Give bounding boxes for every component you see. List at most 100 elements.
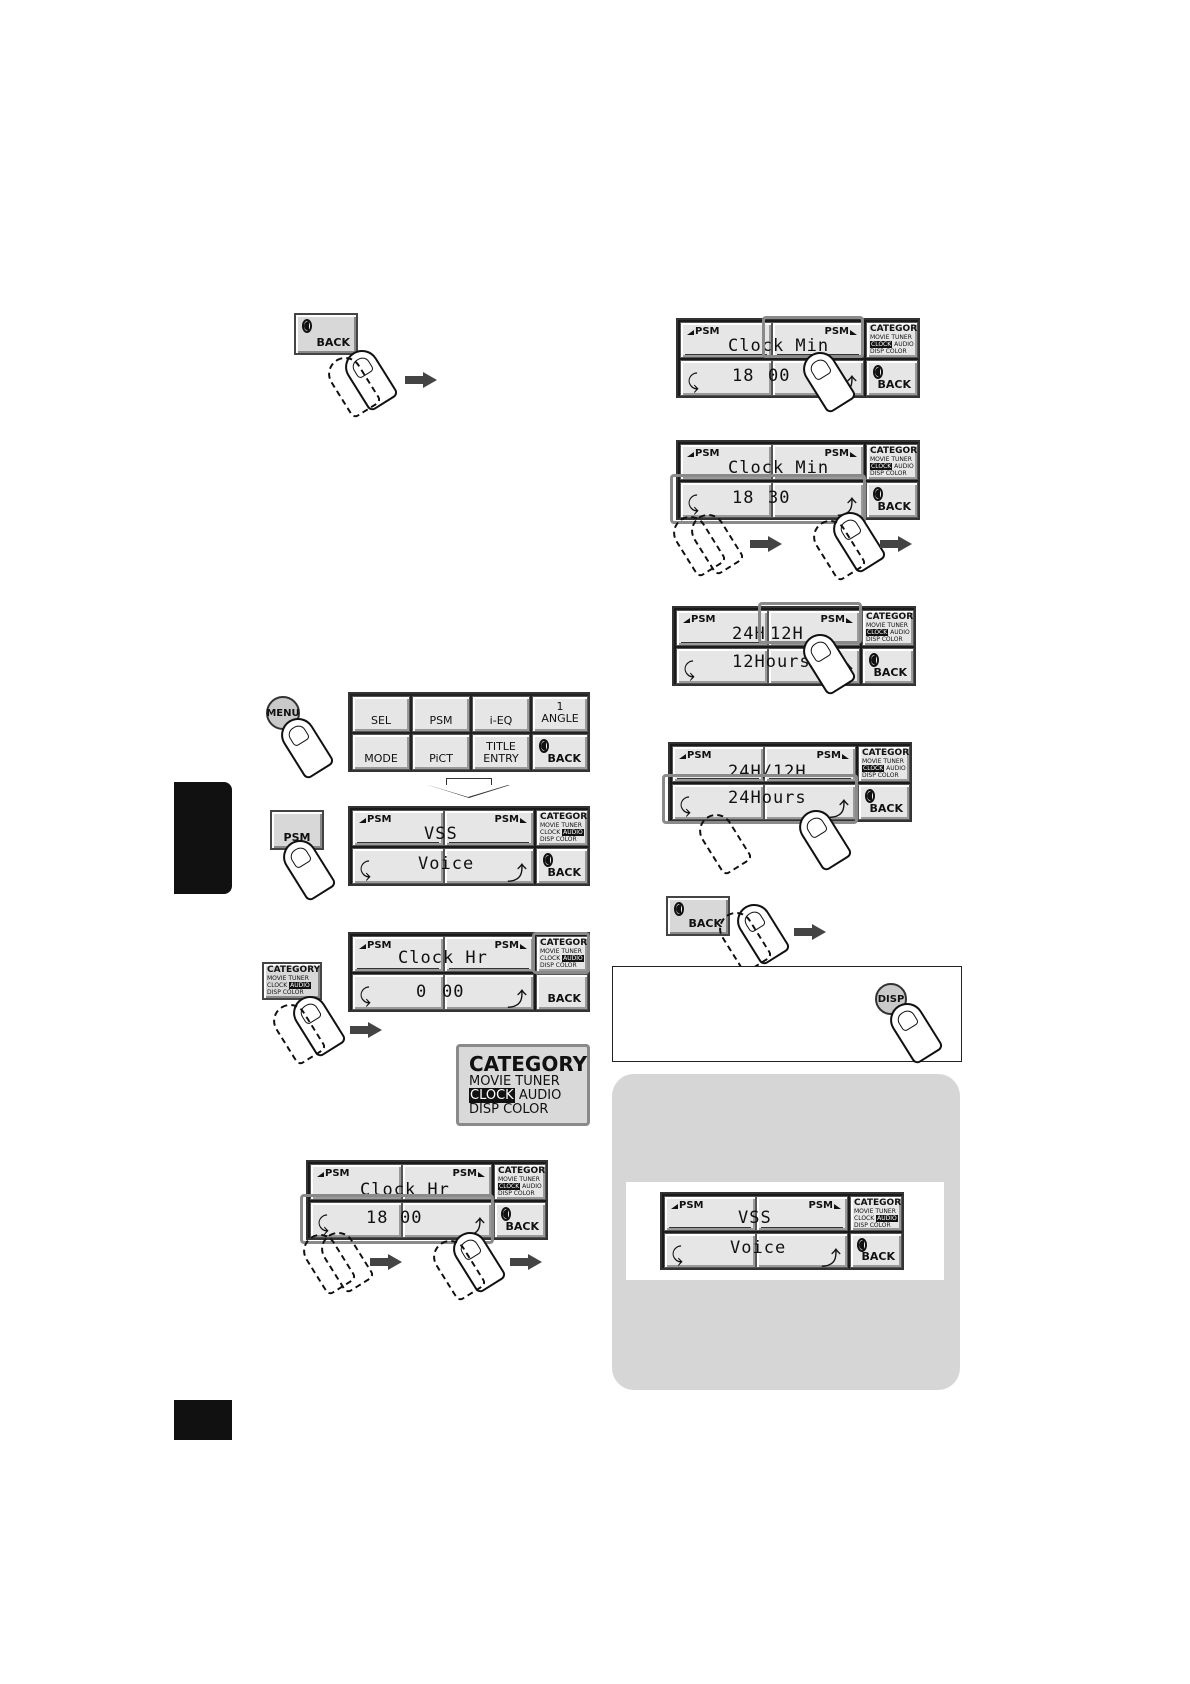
psm-left-cell[interactable]: PSM	[676, 610, 768, 646]
screen-top-value: Clock Min	[728, 458, 830, 478]
down-arrow-icon	[428, 778, 510, 798]
back-cell[interactable]: BACK	[494, 1202, 546, 1238]
back-knob-icon	[873, 487, 883, 501]
key-sel[interactable]: SEL	[352, 696, 410, 732]
psm-right-cell[interactable]: PSM	[444, 936, 534, 972]
value-row-highlight	[662, 774, 858, 824]
right-arrow-icon	[510, 1254, 544, 1270]
category-button[interactable]: CATEGORY MOVIE TUNER CLOCK AUDIO DISP CO…	[862, 610, 914, 646]
screen-clock-hr-18: PSM PSM Clock Hr CATEGORY MOVIE TUNER CL…	[306, 1160, 548, 1240]
value-left-cell[interactable]: ⤹	[672, 784, 764, 820]
psm-right-cell[interactable]: PSM	[756, 1196, 848, 1231]
category-button[interactable]: CATEGORY MOVIE TUNER CLOCK AUDIO DISP CO…	[850, 1196, 902, 1231]
back-knob-icon	[873, 365, 883, 379]
value-right-cell[interactable]: ⤴	[764, 784, 856, 820]
key-mode[interactable]: MODE	[352, 734, 410, 770]
back-cell[interactable]: BACK	[850, 1233, 902, 1268]
right-arrow-icon	[880, 536, 914, 552]
hour-value: 18	[732, 488, 755, 508]
key-psm[interactable]: PSM	[412, 696, 470, 732]
psm-left-cell[interactable]: PSM	[352, 810, 444, 846]
swipe-right-icon: ⤴	[507, 861, 527, 884]
back-cell[interactable]: BACK	[536, 974, 588, 1010]
right-arrow-icon	[750, 536, 784, 552]
swipe-left-icon: ⤹	[359, 857, 371, 881]
back-button[interactable]: BACK	[666, 896, 730, 936]
menu-key-panel: SEL PSM i-EQ 1 ANGLE MODE PiCT TITLE ENT…	[348, 692, 590, 772]
psm-left-cell[interactable]: PSM	[352, 936, 444, 972]
minute-value: 00	[768, 366, 791, 386]
menu-button-label: MENU	[266, 707, 300, 719]
screen-bottom-value: 12Hours	[732, 652, 811, 672]
swipe-left-icon: ⤹	[359, 983, 371, 1007]
hour-value: 0	[416, 982, 428, 1002]
category-button[interactable]: CATEGORY MOVIE TUNER CLOCK AUDIO DISP CO…	[536, 810, 588, 846]
category-zoom: CATEGORY MOVIE TUNER CLOCK AUDIO DISP CO…	[456, 1044, 590, 1126]
screen-clock-hr-0: PSM PSM Clock Hr CATEGORY MOVIE TUNER CL…	[348, 932, 590, 1012]
back-knob-icon	[865, 789, 875, 803]
back-knob-icon	[674, 902, 684, 916]
screen-bottom-value: Voice	[730, 1238, 787, 1258]
back-button[interactable]: BACK	[294, 313, 358, 355]
psm-right-highlight	[762, 316, 864, 358]
screen-top-value: VSS	[738, 1208, 772, 1228]
hour-value: 18	[366, 1208, 389, 1228]
screen-bottom-value: Voice	[418, 854, 475, 874]
back-knob-icon	[857, 1238, 867, 1252]
value-right-cell[interactable]: ⤴	[444, 974, 534, 1010]
back-label: BACK	[316, 336, 351, 349]
screen-top-value: VSS	[424, 824, 458, 844]
swipe-right-icon: ⤴	[829, 797, 849, 820]
back-cell[interactable]: BACK	[858, 784, 910, 820]
category-button[interactable]: CATEGORY MOVIE TUNER CLOCK AUDIO DISP CO…	[262, 962, 322, 1000]
category-button[interactable]: CATEGORY MOVIE TUNER CLOCK AUDIO DISP CO…	[494, 1164, 546, 1200]
screen-bottom-value: 24Hours	[728, 788, 807, 808]
value-right-cell[interactable]: ⤴	[756, 1233, 848, 1268]
screen-top-value: 24H/12H	[728, 762, 807, 782]
value-row-highlight	[670, 474, 866, 524]
value-left-cell[interactable]: ⤹	[664, 1233, 756, 1268]
back-cell[interactable]: BACK	[536, 848, 588, 884]
category-button[interactable]: CATEGORY MOVIE TUNER CLOCK AUDIO DISP CO…	[536, 936, 588, 972]
value-left-cell[interactable]: ⤹	[352, 974, 444, 1010]
screen-clock-min-00: PSM PSM Clock Min CATEGORY MOVIE TUNER C…	[676, 318, 920, 398]
key-back[interactable]: BACK	[532, 734, 588, 770]
screen-top-value: Clock Hr	[398, 948, 488, 968]
swipe-left-icon: ⤹	[687, 369, 699, 393]
swipe-left-icon: ⤹	[317, 1211, 329, 1235]
key-angle[interactable]: 1 ANGLE	[532, 696, 588, 732]
screen-top-value: Clock Min	[728, 336, 830, 356]
swipe-left-icon: ⤹	[687, 491, 699, 515]
back-cell[interactable]: BACK	[866, 360, 918, 396]
back-knob-icon	[543, 853, 553, 867]
key-title-entry[interactable]: TITLE ENTRY	[472, 734, 530, 770]
right-arrow-icon	[794, 924, 828, 940]
psm-left-cell[interactable]: PSM	[680, 322, 772, 358]
psm-right-cell[interactable]: PSM	[444, 810, 534, 846]
section-tab	[174, 782, 232, 894]
value-left-cell[interactable]: ⤹	[680, 482, 772, 518]
right-arrow-icon	[405, 372, 439, 388]
swipe-right-icon: ⤴	[821, 1246, 841, 1268]
right-arrow-icon	[350, 1022, 384, 1038]
swipe-left-icon: ⤹	[671, 1242, 683, 1266]
psm-left-cell[interactable]: PSM	[664, 1196, 756, 1231]
screen-vss-final: PSM PSM VSS CATEGORY MOVIE TUNER CLOCK A…	[660, 1192, 904, 1270]
value-right-cell[interactable]: ⤴	[444, 848, 534, 884]
key-ieq[interactable]: i-EQ	[472, 696, 530, 732]
value-left-cell[interactable]: ⤹	[352, 848, 444, 884]
category-button[interactable]: CATEGORY MOVIE TUNER CLOCK AUDIO DISP CO…	[866, 444, 918, 480]
screen-top-value-a: 24H	[732, 624, 766, 644]
back-cell[interactable]: BACK	[866, 482, 918, 518]
category-button[interactable]: CATEGORY MOVIE TUNER CLOCK AUDIO DISP CO…	[858, 746, 910, 782]
value-left-cell[interactable]: ⤹	[310, 1202, 402, 1238]
value-left-cell[interactable]: ⤹	[680, 360, 772, 396]
minute-value: 30	[768, 488, 791, 508]
back-cell[interactable]: BACK	[862, 648, 914, 684]
value-left-cell[interactable]: ⤹	[676, 648, 768, 684]
right-arrow-icon	[370, 1254, 404, 1270]
category-button[interactable]: CATEGORY MOVIE TUNER CLOCK AUDIO DISP CO…	[866, 322, 918, 358]
back-knob-icon	[302, 319, 312, 333]
hour-value: 18	[732, 366, 755, 386]
key-pict[interactable]: PiCT	[412, 734, 470, 770]
